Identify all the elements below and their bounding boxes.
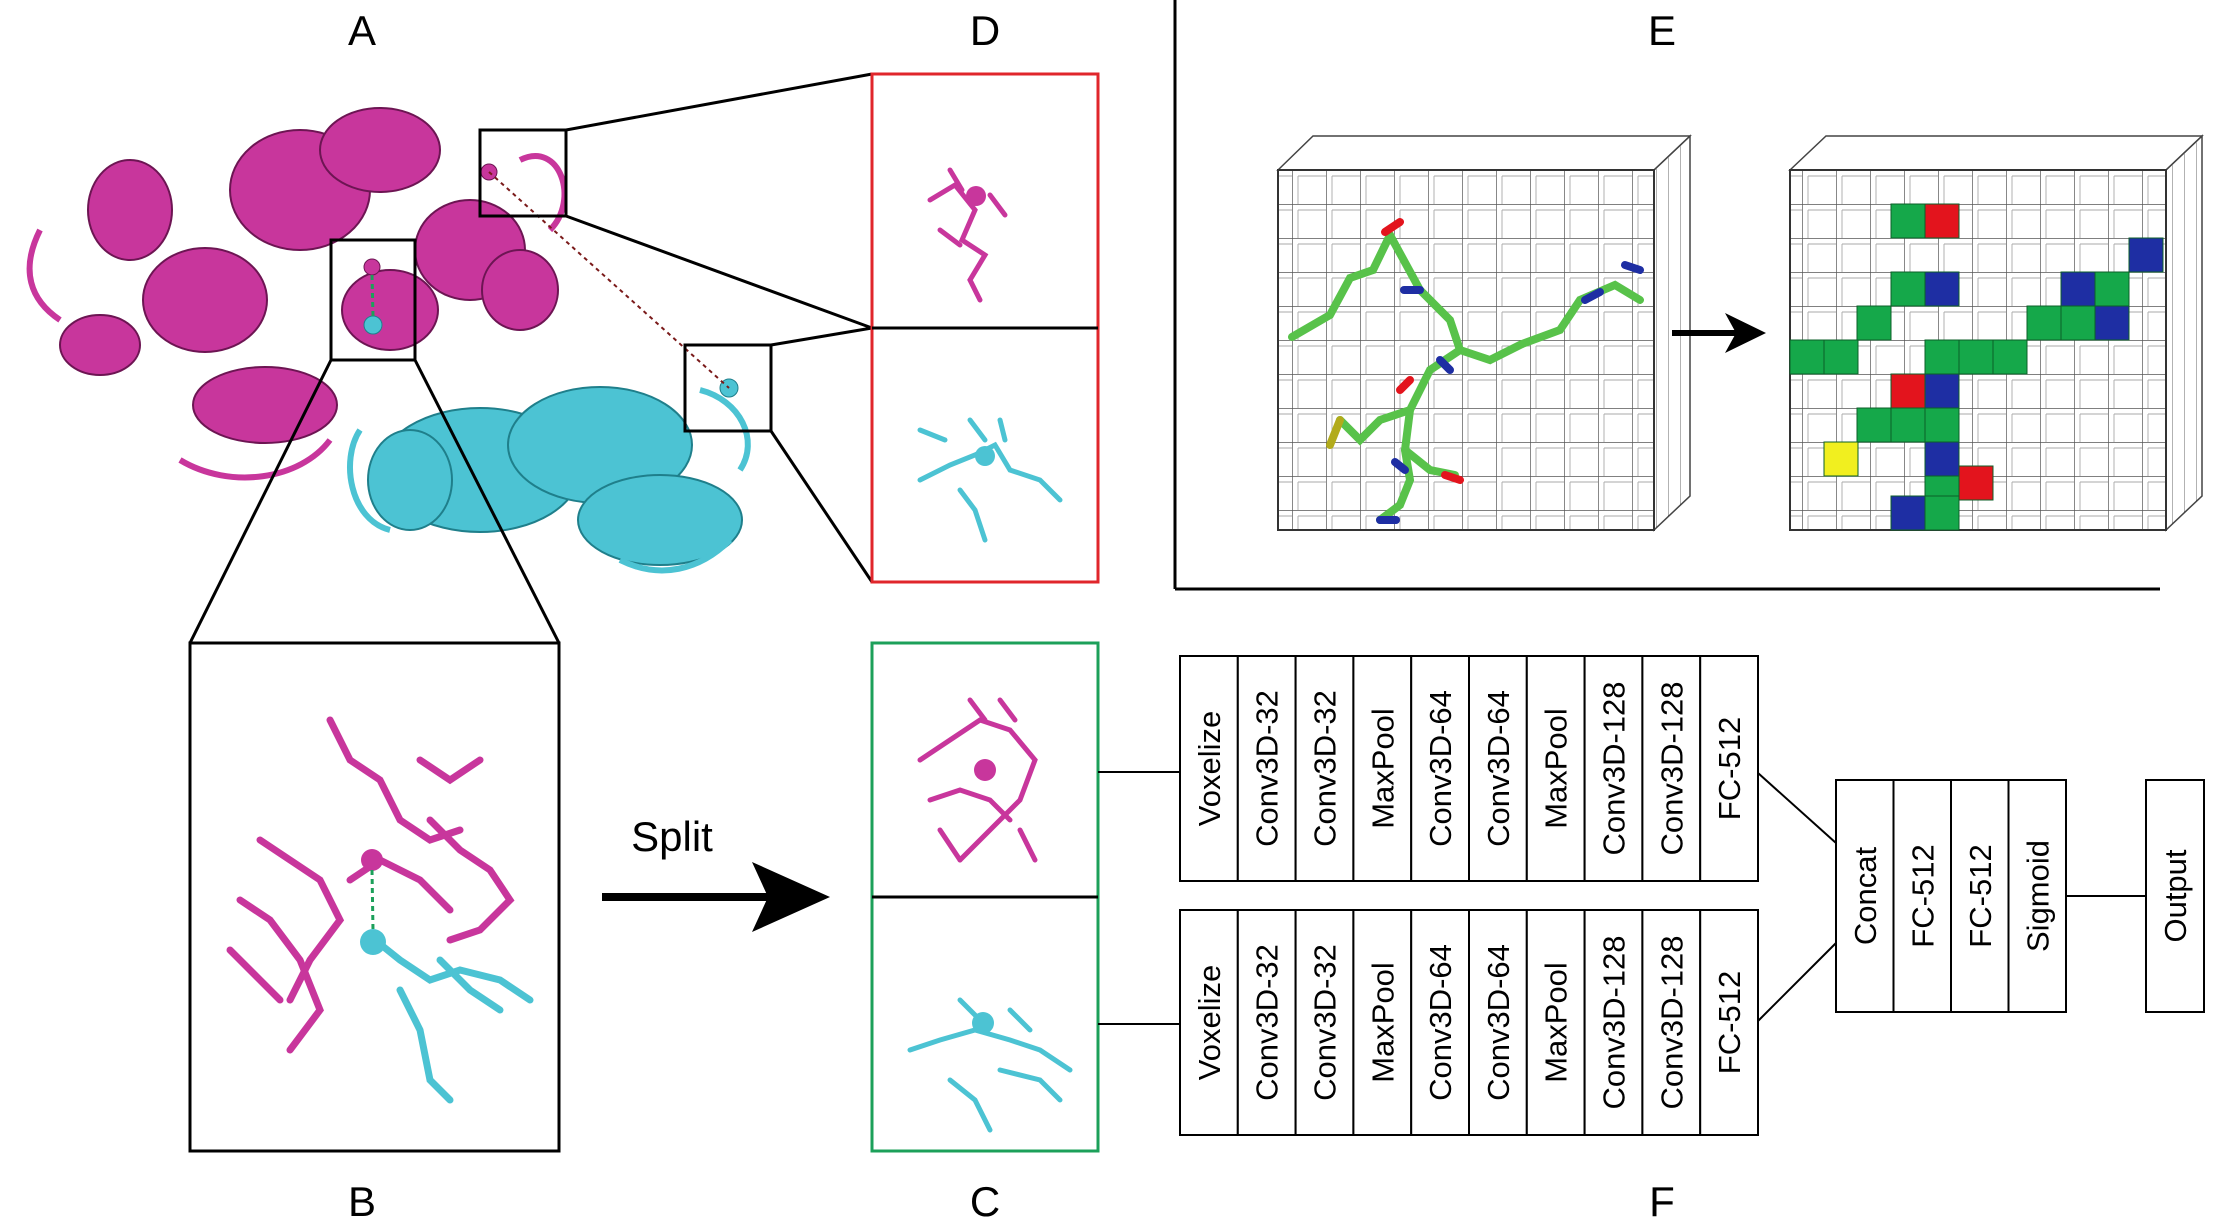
cyan-protein-ribbon: [347, 386, 751, 574]
branch-top-layer-label-3: MaxPool: [1365, 708, 1400, 829]
branch-top-layer-box-4: [1410, 655, 1470, 882]
branch-top-layer-label-7: Conv3D-128: [1597, 681, 1632, 855]
branch-bottom-layer-box-6: [1525, 909, 1586, 1136]
branch-bottom-layer-label-9: FC-512: [1712, 971, 1747, 1074]
voxel-cells: [1789, 203, 2164, 531]
head-layer-box-0: [1835, 779, 1895, 1013]
branch-top-layer-label-2: Conv3D-32: [1308, 690, 1343, 847]
projection-lines-b: [188, 359, 561, 644]
head-layers: Concat FC-512 FC-512 Sigmoid: [1835, 779, 2067, 1013]
projection-lines-d: [565, 72, 874, 583]
branch-bottom-layer-label-6: MaxPool: [1539, 962, 1574, 1083]
zoom-box-pair-distant-bottom: [683, 343, 773, 433]
panel-label-a: A: [348, 7, 376, 54]
residue-sticks-cyan-d: [917, 417, 1063, 543]
branch-bottom-layer-label-7: Conv3D-128: [1597, 935, 1632, 1109]
head-layer-label-2: FC-512: [1963, 844, 1998, 947]
panel-d-negative-pair: [870, 72, 1100, 584]
branch-bottom-layer-box-3: [1352, 909, 1413, 1136]
branch-top-layer-box-3: [1352, 655, 1413, 882]
branch-top-layer-box-9: [1699, 655, 1759, 882]
head-layer-box-1: [1892, 779, 1952, 1013]
panel-b-interface: [188, 641, 561, 1153]
branch-top-layer-box-7: [1583, 655, 1644, 882]
head-layer-label-3: Sigmoid: [2020, 840, 2055, 952]
branch-bottom-layer-label-1: Conv3D-32: [1250, 944, 1285, 1101]
head-layer-label-0: Concat: [1848, 847, 1883, 946]
panel-label-e: E: [1648, 7, 1676, 54]
split-label: Split: [631, 813, 713, 860]
panel-label-b: B: [348, 1178, 376, 1225]
voxel-grid-ligand: [1276, 134, 1692, 532]
branch-top-layer-label-8: Conv3D-128: [1654, 681, 1689, 855]
magenta-protein-ribbon: [26, 107, 568, 481]
branch-top-layer-box-2: [1294, 655, 1355, 882]
branch-top-layer-label-9: FC-512: [1712, 717, 1747, 820]
panel-e-frame: [1173, 0, 2160, 591]
residue-sticks-magenta-d: [927, 167, 1008, 303]
branch-bottom-layer-box-7: [1583, 909, 1644, 1136]
panel-c-split-pair: [870, 641, 1100, 1153]
zoom-box-interface: [329, 238, 417, 362]
branch-top-layer-label-1: Conv3D-32: [1250, 690, 1285, 847]
panel-label-c: C: [970, 1178, 1000, 1225]
panel-label-d: D: [970, 7, 1000, 54]
branch-top-layer-label-4: Conv3D-64: [1423, 690, 1458, 847]
split-arrow: [602, 862, 830, 932]
zoom-box-pair-distant-top: [478, 128, 568, 218]
branch-bottom-layer-label-3: MaxPool: [1365, 962, 1400, 1083]
branch-bottom-layer-box-1: [1236, 909, 1297, 1136]
head-layer-box-3: [2007, 779, 2067, 1013]
panel-label-f: F: [1649, 1178, 1675, 1225]
branch-bottom-layer-label-5: Conv3D-64: [1481, 944, 1516, 1101]
branch-bottom-layer-label-0: Voxelize: [1192, 965, 1227, 1080]
head-layer-label-1: FC-512: [1905, 844, 1940, 947]
branch-bottom-layer-label-4: Conv3D-64: [1423, 944, 1458, 1101]
protein-complex-illustration: [26, 107, 751, 574]
branch-top-layer-box-5: [1468, 655, 1528, 882]
voxel-grid-channels: [1788, 134, 2204, 532]
output-box: [2145, 779, 2205, 1013]
branch-bottom-layer-label-8: Conv3D-128: [1654, 935, 1689, 1109]
branch-top-layer-box-1: [1236, 655, 1297, 882]
branch-top-layer-label-6: MaxPool: [1539, 708, 1574, 829]
branch-bottom-layer-box-2: [1294, 909, 1355, 1136]
branch-top-layer-label-0: Voxelize: [1192, 711, 1227, 826]
branch-bottom-layer-label-2: Conv3D-32: [1308, 944, 1343, 1101]
branch-top-layers: Voxelize Conv3D-32 Conv3D-32 MaxPool Conv3D-…: [1179, 655, 1759, 882]
branch-top-layer-label-5: Conv3D-64: [1481, 690, 1516, 847]
output-label: Output: [2158, 849, 2193, 942]
branch-bottom-layer-box-5: [1468, 909, 1528, 1136]
branch-bottom-layer-box-9: [1699, 909, 1759, 1136]
branch-top-layer-box-8: [1641, 655, 1702, 882]
branch-bottom-layers: Voxelize Conv3D-32 Conv3D-32 MaxPool Conv3D-…: [1179, 909, 1759, 1136]
branch-top-layer-box-0: [1179, 655, 1239, 882]
voxelize-arrow: [1672, 313, 1766, 353]
branch-bottom-layer-box-8: [1641, 909, 1702, 1136]
head-layer-box-2: [1950, 779, 2010, 1013]
